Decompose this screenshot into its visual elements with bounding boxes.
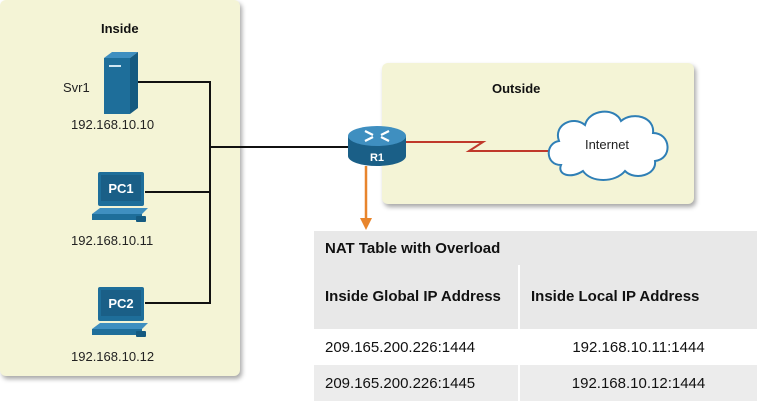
wire-server xyxy=(138,81,211,83)
nat-table-caption: NAT Table with Overload xyxy=(325,239,501,257)
router-icon: R1 xyxy=(348,126,406,166)
pc1[interactable]: PC1 xyxy=(90,172,150,224)
pc1-ip: 192.168.10.11 xyxy=(71,233,154,248)
row-1-inside-global: 209.165.200.226:1444 xyxy=(314,329,519,365)
server-svr1[interactable] xyxy=(104,52,138,114)
cloud-label: Internet xyxy=(585,137,629,152)
pc1-screen-label: PC1 xyxy=(108,181,133,196)
wire-switch-backbone xyxy=(209,81,211,304)
row-2-inside-local: 192.168.10.12:1444 xyxy=(518,365,757,401)
table-row: 209.165.200.226:1444 192.168.10.11:1444 xyxy=(314,329,757,365)
arrow xyxy=(360,166,372,230)
server-icon xyxy=(104,52,138,114)
pc-icon: PC1 xyxy=(92,172,148,222)
pc2-ip: 192.168.10.12 xyxy=(71,349,155,364)
outside-title: Outside xyxy=(492,81,541,96)
table-row: 209.165.200.226:1445 192.168.10.12:1444 xyxy=(314,365,757,401)
wire-pc2 xyxy=(145,302,211,304)
internet-cloud: Internet xyxy=(543,103,675,185)
row-2-inside-global: 209.165.200.226:1445 xyxy=(314,365,519,401)
pc-icon: PC2 xyxy=(92,287,148,337)
cloud-icon: Internet xyxy=(547,110,669,181)
pc2[interactable]: PC2 xyxy=(90,287,150,339)
nat-table-caption-row: NAT Table with Overload xyxy=(314,231,757,265)
header-inside-local: Inside Local IP Address xyxy=(518,265,757,329)
nat-table: NAT Table with Overload Inside Global IP… xyxy=(314,231,757,401)
nat-table-header-row: Inside Global IP Address Inside Local IP… xyxy=(314,265,757,329)
header-inside-global: Inside Global IP Address xyxy=(314,265,519,329)
pc2-screen-label: PC2 xyxy=(108,296,133,311)
server-ip: 192.168.10.10 xyxy=(71,117,155,132)
server-name: Svr1 xyxy=(63,80,90,95)
wire-pc1 xyxy=(145,191,211,193)
serial-link xyxy=(405,141,550,152)
router-label: R1 xyxy=(370,152,384,164)
inside-title: Inside xyxy=(101,21,139,36)
row-1-inside-local: 192.168.10.11:1444 xyxy=(518,329,757,365)
wire-to-router xyxy=(209,146,349,148)
router-r1[interactable]: R1 xyxy=(346,124,408,168)
